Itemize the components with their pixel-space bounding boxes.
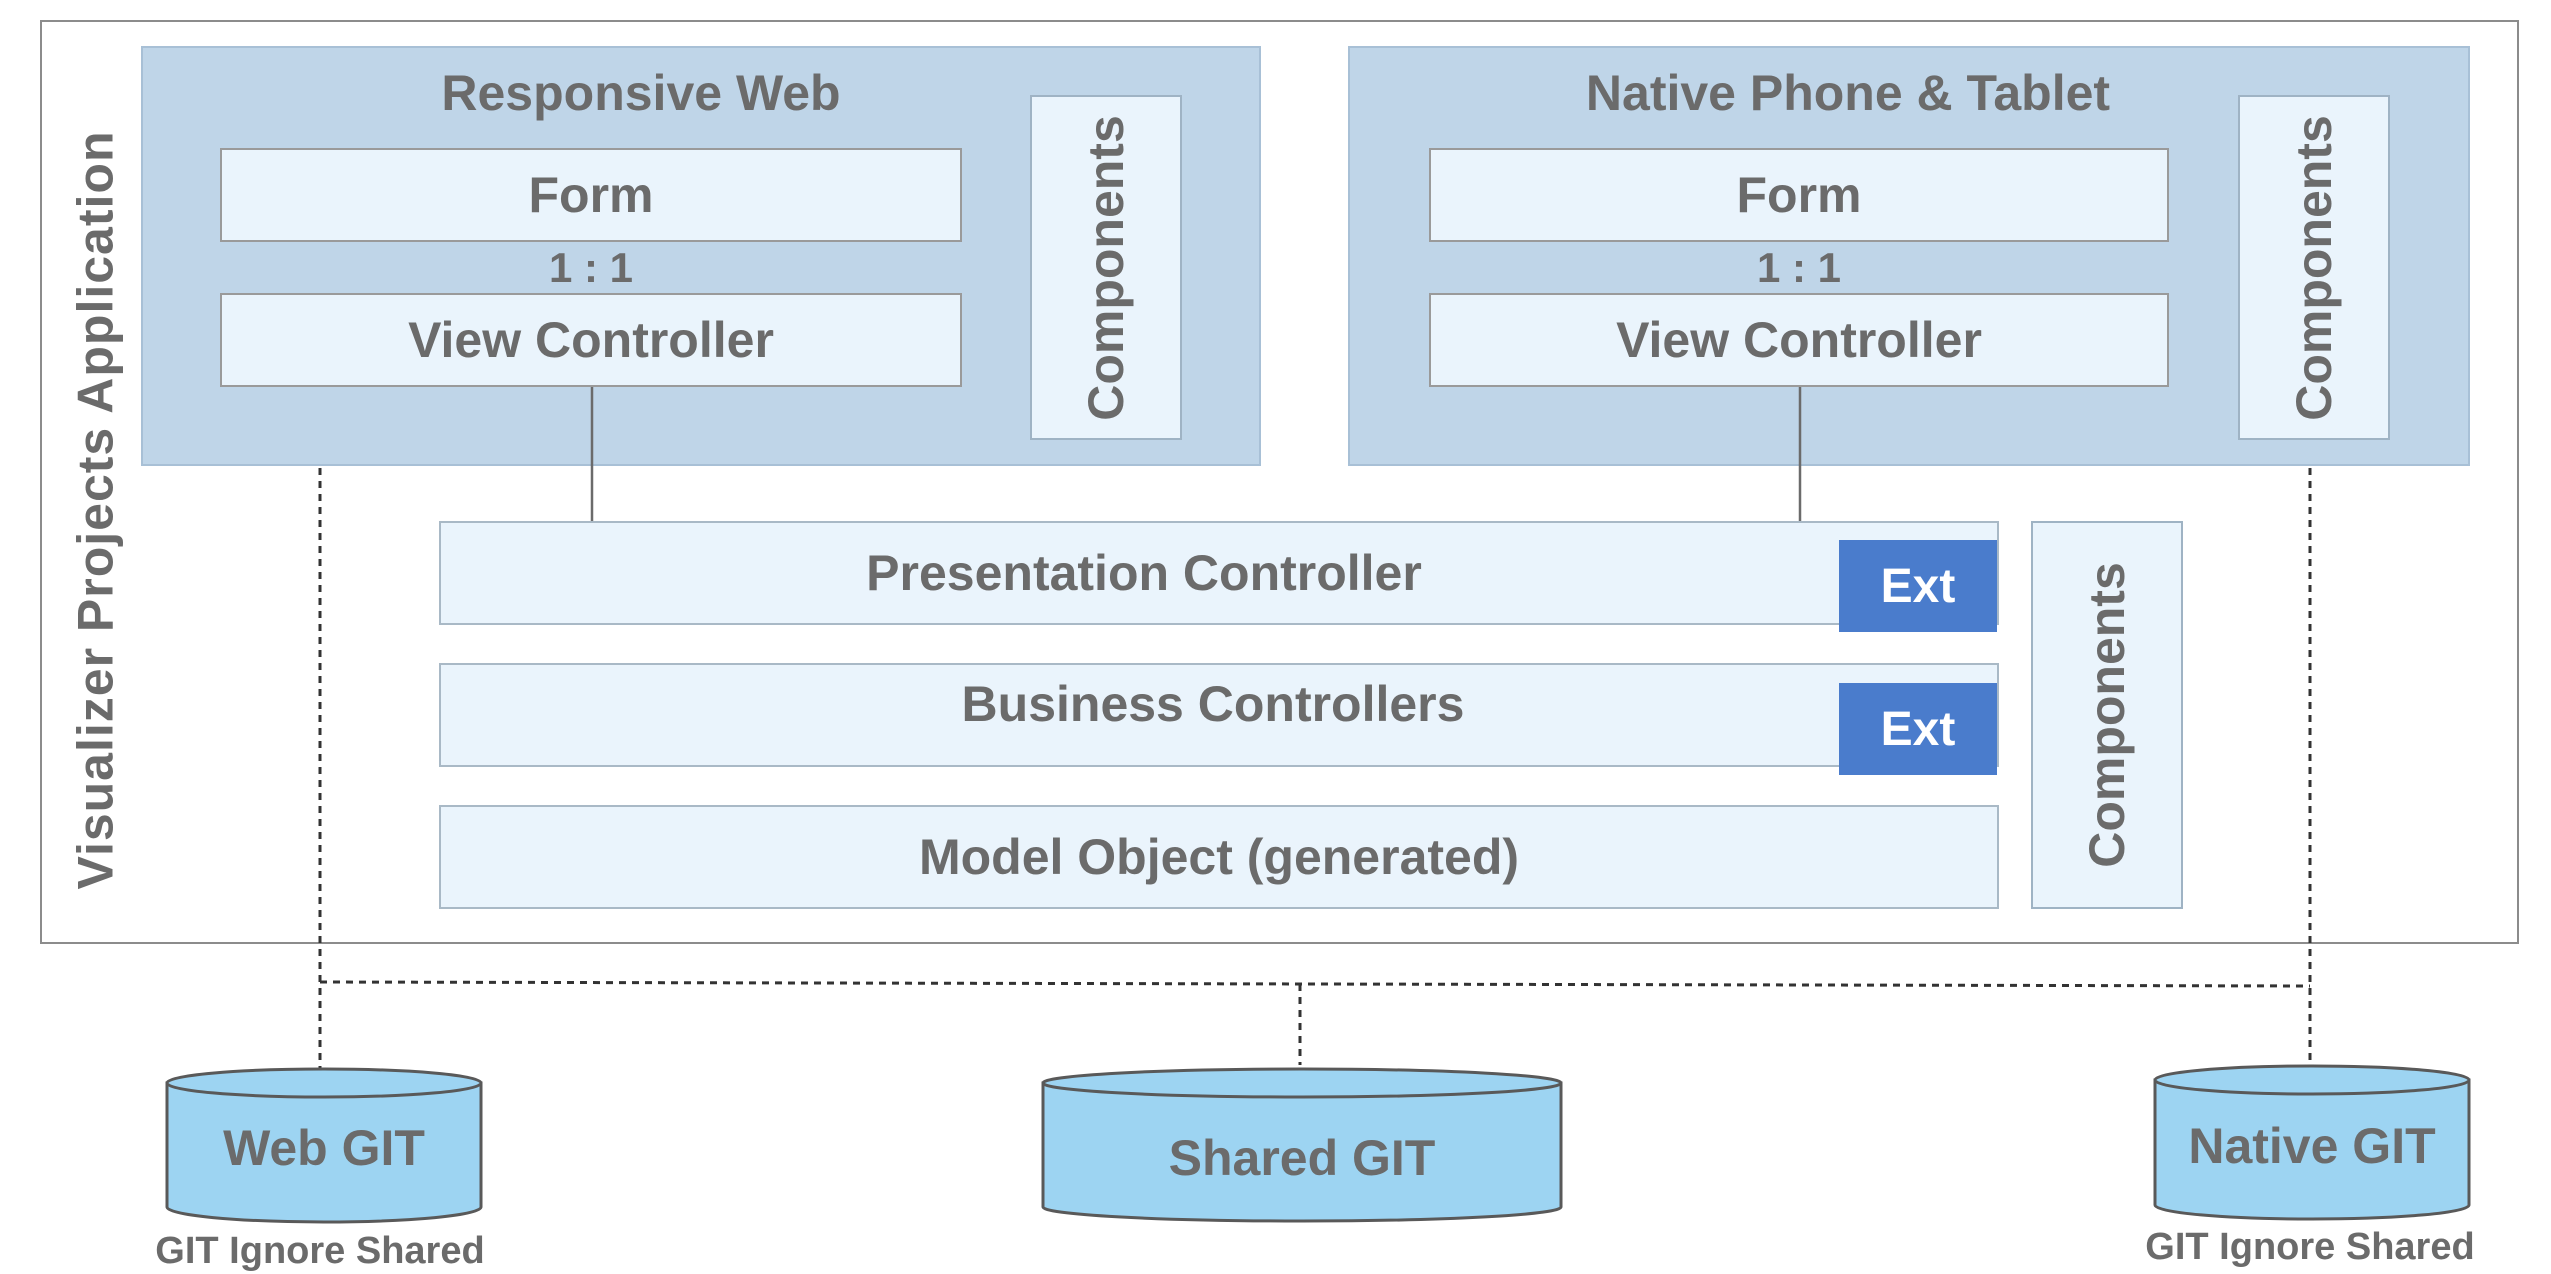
native-ratio-label: 1 : 1 <box>1756 244 1842 291</box>
native-git-label: Native GIT <box>2188 1118 2436 1174</box>
web-components-box: Components <box>1030 95 1182 440</box>
business-ext-badge: Ext <box>1839 683 1997 775</box>
business-controllers-box: Business Controllers <box>439 663 1999 767</box>
native-view-controller-box: View Controller <box>1429 293 2169 387</box>
shared-git-cylinder <box>1041 1067 1563 1223</box>
native-components-box: Components <box>2238 95 2390 440</box>
web-git-label: Web GIT <box>223 1120 425 1176</box>
shared-components-box: Components <box>2031 521 2183 909</box>
model-object-box: Model Object (generated) <box>439 805 1999 909</box>
web-view-controller-box: View Controller <box>220 293 962 387</box>
native-form-box: Form <box>1429 148 2169 242</box>
presentation-ext-badge: Ext <box>1839 540 1997 632</box>
shared-git-label: Shared GIT <box>1168 1130 1436 1186</box>
native-git-cylinder <box>2153 1064 2471 1221</box>
web-git-caption: GIT Ignore Shared <box>155 1230 485 1272</box>
native-git-caption: GIT Ignore Shared <box>2145 1226 2475 1268</box>
shared-dashed-bus <box>319 980 2311 988</box>
responsive-web-title: Responsive Web <box>441 65 841 121</box>
web-form-box: Form <box>220 148 962 242</box>
presentation-controller-box: Presentation Controller <box>439 521 1999 625</box>
web-ratio-label: 1 : 1 <box>548 244 634 291</box>
native-panel-title: Native Phone & Tablet <box>1585 65 2111 121</box>
web-git-cylinder <box>165 1067 483 1224</box>
